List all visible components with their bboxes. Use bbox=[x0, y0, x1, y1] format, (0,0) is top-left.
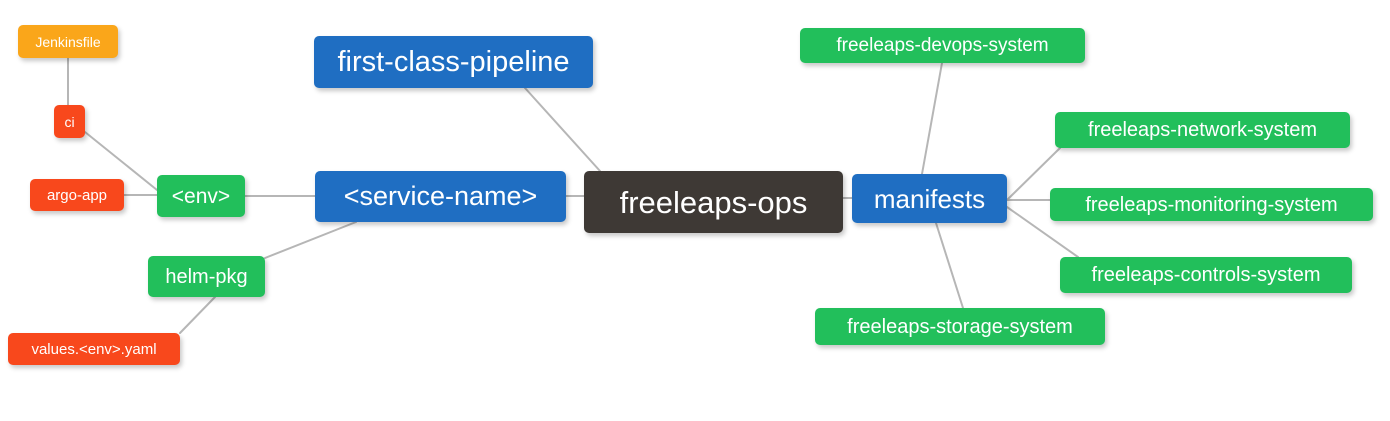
node-freeleaps-controls-system[interactable]: freeleaps-controls-system bbox=[1060, 257, 1352, 293]
node-label-service-name: <service-name> bbox=[343, 181, 538, 211]
node-service-name[interactable]: <service-name> bbox=[315, 171, 566, 222]
node-freeleaps-network-system[interactable]: freeleaps-network-system bbox=[1055, 112, 1350, 148]
node-helm-pkg[interactable]: helm-pkg bbox=[148, 256, 265, 297]
node-argo-app[interactable]: argo-app bbox=[30, 179, 124, 211]
node-label-first-class-pipeline: first-class-pipeline bbox=[337, 45, 570, 78]
edge-values-env-yaml-to-helm-pkg bbox=[179, 296, 216, 334]
node-manifests[interactable]: manifests bbox=[852, 174, 1007, 223]
node-label-freeleaps-monitoring-system: freeleaps-monitoring-system bbox=[1085, 193, 1338, 216]
node-freeleaps-monitoring-system[interactable]: freeleaps-monitoring-system bbox=[1050, 188, 1373, 221]
node-label-helm-pkg: helm-pkg bbox=[165, 265, 248, 288]
node-label-freeleaps-devops-system: freeleaps-devops-system bbox=[836, 35, 1049, 56]
node-label-argo-app: argo-app bbox=[46, 186, 108, 204]
node-label-values-env-yaml: values.<env>.yaml bbox=[31, 340, 157, 358]
node-env[interactable]: <env> bbox=[157, 175, 245, 217]
node-jenkinsfile[interactable]: Jenkinsfile bbox=[18, 25, 118, 58]
node-label-freeleaps-controls-system: freeleaps-controls-system bbox=[1091, 264, 1321, 286]
node-first-class-pipeline[interactable]: first-class-pipeline bbox=[314, 36, 593, 88]
node-label-freeleaps-storage-system: freeleaps-storage-system bbox=[847, 315, 1073, 338]
edge-manifests-to-freeleaps-storage-system bbox=[935, 222, 964, 309]
edge-helm-pkg-to-service-name bbox=[264, 221, 357, 259]
node-freeleaps-devops-system[interactable]: freeleaps-devops-system bbox=[800, 28, 1085, 63]
node-label-ci: ci bbox=[64, 113, 75, 130]
node-label-jenkinsfile: Jenkinsfile bbox=[35, 33, 101, 50]
node-values-env-yaml[interactable]: values.<env>.yaml bbox=[8, 333, 180, 365]
edge-manifests-to-freeleaps-devops-system bbox=[921, 62, 943, 175]
node-label-env: <env> bbox=[171, 184, 231, 208]
node-label-freeleaps-network-system: freeleaps-network-system bbox=[1088, 119, 1317, 141]
node-label-manifests: manifests bbox=[873, 183, 986, 214]
node-label-freeleaps-ops: freeleaps-ops bbox=[619, 184, 808, 220]
edge-first-class-pipeline-to-freeleaps-ops bbox=[524, 87, 601, 172]
node-freeleaps-ops[interactable]: freeleaps-ops bbox=[584, 171, 843, 233]
node-freeleaps-storage-system[interactable]: freeleaps-storage-system bbox=[815, 308, 1105, 345]
node-ci[interactable]: ci bbox=[54, 105, 85, 138]
